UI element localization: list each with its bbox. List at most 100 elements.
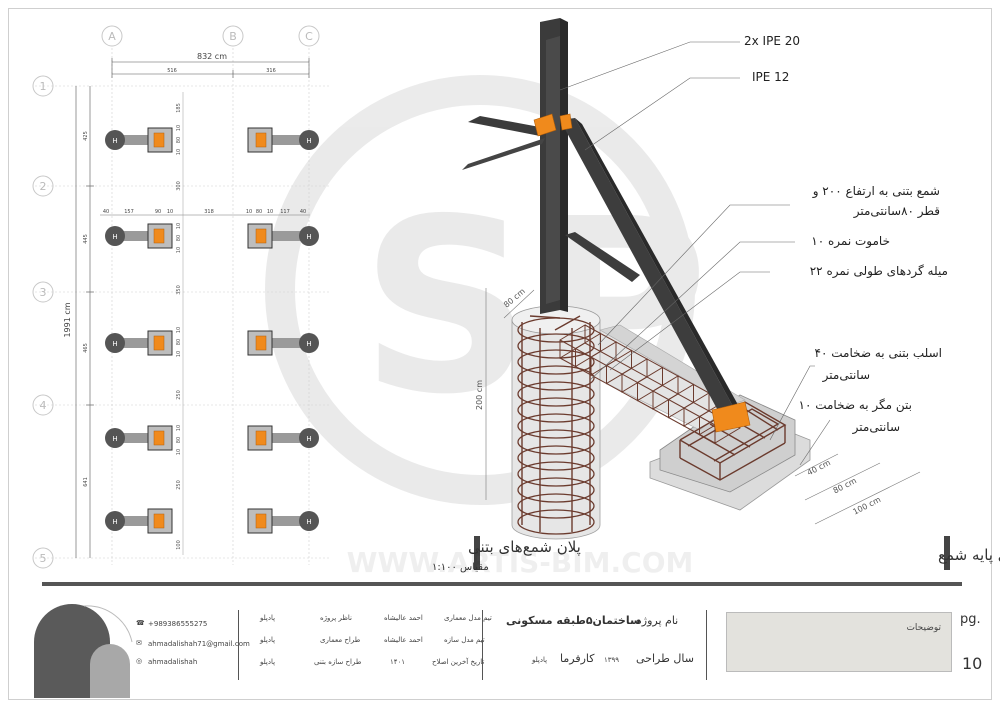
watermark-text: WWW.ARTIS-BIM.COM bbox=[347, 546, 694, 579]
footing-left: H bbox=[105, 223, 173, 249]
callout-ipe12: IPE 12 bbox=[752, 70, 790, 84]
dim-detail-4: 10 bbox=[167, 209, 173, 215]
dim-right-8: 10 bbox=[176, 247, 182, 253]
grid-label-4: 4 bbox=[40, 399, 47, 412]
dim-total-width: 832 cm bbox=[197, 52, 227, 61]
footing-label: H bbox=[112, 233, 117, 241]
contact-email: ahmadalishah71@gmail.com bbox=[148, 640, 250, 648]
dim-right-9: 350 bbox=[176, 285, 182, 295]
title-block-sep-1 bbox=[238, 610, 239, 680]
r2-value: احمد عالیشاه bbox=[384, 636, 423, 644]
callout-lean-line2: سانتی‌متر bbox=[852, 420, 900, 434]
year-value: ۱۳۹۹ bbox=[604, 656, 620, 664]
stirrup-ring bbox=[517, 333, 595, 359]
footings: H H H H H H H H H H bbox=[105, 127, 319, 534]
dim-detail-6: 10 bbox=[246, 209, 252, 215]
watermark-logo: SP bbox=[265, 75, 709, 505]
footing-right: H bbox=[247, 425, 319, 451]
r2-value2: پادپلو bbox=[260, 636, 276, 644]
stirrup-ring bbox=[517, 381, 595, 407]
dim-detail-2: 157 bbox=[124, 209, 134, 215]
r3-value2: پادپلو bbox=[260, 658, 276, 666]
steel-plates bbox=[533, 113, 751, 433]
dim-right-10: 10 bbox=[176, 327, 182, 333]
notes-label: توضیحات bbox=[906, 623, 941, 633]
stirrup-ring bbox=[517, 429, 595, 455]
dim-detail-8: 10 bbox=[267, 209, 273, 215]
r3-label: تاریخ آخرین اصلاح bbox=[432, 658, 485, 666]
dim-right-13: 250 bbox=[176, 390, 182, 400]
stirrup-ring bbox=[517, 397, 595, 423]
dim-right-5: 300 bbox=[176, 181, 182, 191]
r1-label: تیم مدل معماری bbox=[444, 614, 492, 622]
callout-pile-line1: شمع بتنی به ارتفاع ۲۰۰ و bbox=[812, 184, 940, 198]
grid-label-5: 5 bbox=[40, 552, 47, 565]
grid-label-b: B bbox=[229, 30, 237, 43]
contact-instagram: ahmadalishah bbox=[148, 658, 198, 666]
dim-right-7: 80 bbox=[176, 235, 182, 241]
callout-ipe20: 2x IPE 20 bbox=[744, 34, 800, 48]
callout-pile-line2: قطر ۸۰سانتی‌متر bbox=[853, 204, 940, 218]
dim-row-1: 425 bbox=[83, 131, 89, 141]
footing-left: H bbox=[105, 330, 173, 356]
dim-right-16: 10 bbox=[176, 449, 182, 455]
footing-right: H bbox=[247, 127, 319, 153]
client-value: پادپلو bbox=[532, 656, 548, 664]
footing-label: H bbox=[306, 435, 311, 443]
dim-right-12: 10 bbox=[176, 351, 182, 357]
client-label: کارفرما bbox=[560, 652, 595, 665]
r1-value2: پادپلو bbox=[260, 614, 276, 622]
dim-row-4: 641 bbox=[83, 477, 89, 487]
footing-right: H bbox=[247, 223, 319, 249]
steel-column bbox=[540, 18, 568, 314]
dim-detail-10: 40 bbox=[300, 209, 306, 215]
footing-label: H bbox=[112, 435, 117, 443]
stirrup-ring bbox=[517, 477, 595, 503]
grid-label-3: 3 bbox=[40, 286, 47, 299]
designer-logo bbox=[34, 604, 133, 698]
r3-role: طراح سازه بتنی bbox=[314, 658, 362, 666]
dim-right-6: 10 bbox=[176, 223, 182, 229]
stirrup-ring bbox=[517, 445, 595, 471]
callout-slab-line1: اسلب بتنی به ضخامت ۴۰ bbox=[814, 346, 942, 360]
grid-label-2: 2 bbox=[40, 180, 47, 193]
stirrup-ring bbox=[517, 349, 595, 375]
dim-80: 80 cm bbox=[832, 476, 858, 495]
footing-left: H bbox=[105, 508, 173, 534]
footing-label: H bbox=[306, 518, 311, 526]
footing-label: H bbox=[306, 340, 311, 348]
page-label: pg. bbox=[960, 612, 981, 627]
callout-lean-line1: بتن مگر به ضخامت ۱۰ bbox=[798, 398, 913, 412]
dim-detail-5: 318 bbox=[204, 209, 214, 215]
dim-right-4: 10 bbox=[176, 149, 182, 155]
stirrup-ring bbox=[517, 493, 595, 519]
title-block-sep-2 bbox=[482, 610, 483, 680]
grid-label-a: A bbox=[108, 30, 116, 43]
instagram-icon: ◎ bbox=[136, 657, 143, 665]
page-number: 10 bbox=[962, 654, 983, 673]
dim-seg-1: 516 bbox=[167, 68, 177, 74]
footing-label: H bbox=[112, 137, 117, 145]
dim-40: 40 cm bbox=[806, 458, 832, 477]
steel-brace bbox=[560, 118, 742, 418]
footing-label: H bbox=[306, 233, 311, 241]
dim-right-14: 10 bbox=[176, 425, 182, 431]
dim-pile-height: 200 cm bbox=[475, 380, 484, 410]
dim-row-2: 445 bbox=[83, 234, 89, 244]
footing-label: H bbox=[112, 340, 117, 348]
dim-total-height: 1991 cm bbox=[63, 302, 72, 337]
contact-phone: +989386555275 bbox=[148, 620, 208, 628]
footing-label: H bbox=[112, 518, 117, 526]
r3-value: ۱۴۰۱ bbox=[390, 658, 406, 666]
dim-right-15: 80 bbox=[176, 437, 182, 443]
stirrup-ring bbox=[517, 413, 595, 439]
sheet-frame bbox=[8, 8, 992, 700]
footing-left: H bbox=[105, 127, 173, 153]
callout-slab-line2: سانتی‌متر bbox=[822, 368, 870, 382]
dim-right-18: 100 bbox=[176, 540, 182, 550]
dim-detail-9: 117 bbox=[280, 209, 290, 215]
plan-scale: مقیاس ۱:۱۰۰ bbox=[432, 562, 489, 573]
callout-rebar: میله گردهای طولی نمره ۲۲ bbox=[809, 264, 948, 278]
